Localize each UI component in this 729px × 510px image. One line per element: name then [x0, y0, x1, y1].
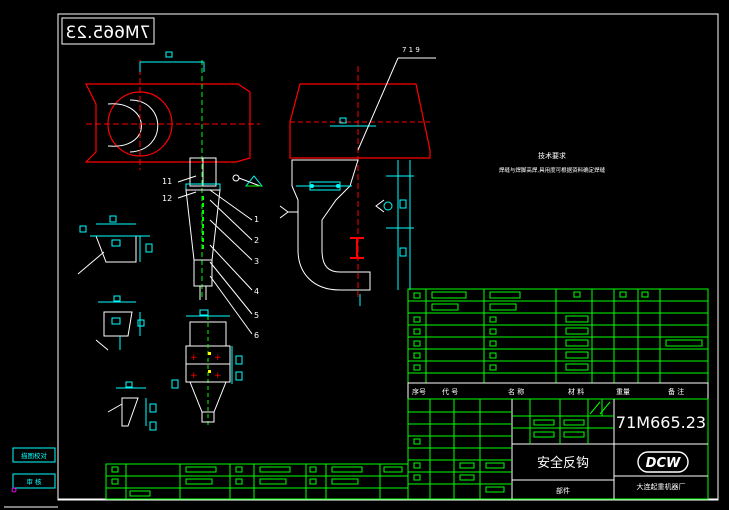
left-side-stamps: 描图校对 审 核	[4, 447, 58, 508]
header-remark: 备 注	[668, 387, 684, 396]
front-red-outline	[84, 83, 251, 163]
drawing-border	[57, 13, 719, 501]
stamp-review: 审 核	[26, 477, 42, 486]
section-detail-2	[95, 295, 145, 351]
technical-requirements: 技术要求 焊缝与焊脚高焊,具用度可根据资料确定焊缝	[499, 151, 606, 174]
title-block: 71M665.23 安全反钩 部件 DCW 大连起重机器厂	[407, 398, 709, 500]
mirrored-code-box: 7M665.23	[61, 17, 155, 45]
svg-text:+: +	[214, 371, 222, 381]
balloon-4: 4	[254, 287, 259, 296]
revision-strip	[105, 463, 409, 500]
balloon-5: 5	[254, 311, 259, 320]
parts-table	[407, 288, 709, 384]
balloon-6: 6	[254, 331, 259, 340]
section-detail-3	[107, 381, 157, 431]
balloon-3: 3	[254, 257, 259, 266]
tech-req-line1: 焊缝与焊脚高焊,具用度可根据资料确定焊缝	[499, 166, 606, 174]
header-name: 名 称	[508, 387, 524, 396]
title-block-code: 71M665.23	[616, 413, 706, 432]
balloon-1: 1	[254, 215, 259, 224]
hook-top-view: + + + +	[171, 309, 243, 426]
header-code: 代 号	[442, 387, 458, 396]
i-beam-section	[350, 237, 364, 259]
balloon-11: 11	[162, 177, 172, 186]
part-name: 安全反钩	[537, 455, 589, 471]
parts-table-header: 序号 代 号 名 称 材 料 重量 备 注	[407, 382, 709, 400]
svg-text:7 1 9: 7 1 9	[402, 46, 420, 54]
company-name: 大连起重机器厂	[637, 482, 686, 491]
company-logo-text: DCW	[646, 456, 681, 471]
front-view: 11 12 1 2 3 4 5 6	[84, 51, 264, 340]
balloon-12: 12	[162, 194, 172, 203]
side-red-outline	[289, 83, 431, 159]
svg-text:+: +	[190, 353, 198, 363]
company-logo: DCW	[637, 451, 689, 473]
header-seq: 序号	[412, 387, 426, 396]
section-detail-1	[77, 215, 153, 275]
mirrored-code-text: 7M665.23	[66, 23, 151, 43]
svg-text:+: +	[214, 353, 222, 363]
stamp-trace-check: 描图校对	[21, 451, 48, 460]
sheet-label: 部件	[556, 486, 570, 495]
svg-text:+: +	[190, 371, 198, 381]
header-material: 材 料	[568, 387, 584, 396]
header-weight: 重量	[616, 388, 630, 396]
tech-req-title: 技术要求	[538, 151, 566, 160]
side-view: 7 1 9	[279, 46, 436, 306]
balloon-2: 2	[254, 236, 259, 245]
